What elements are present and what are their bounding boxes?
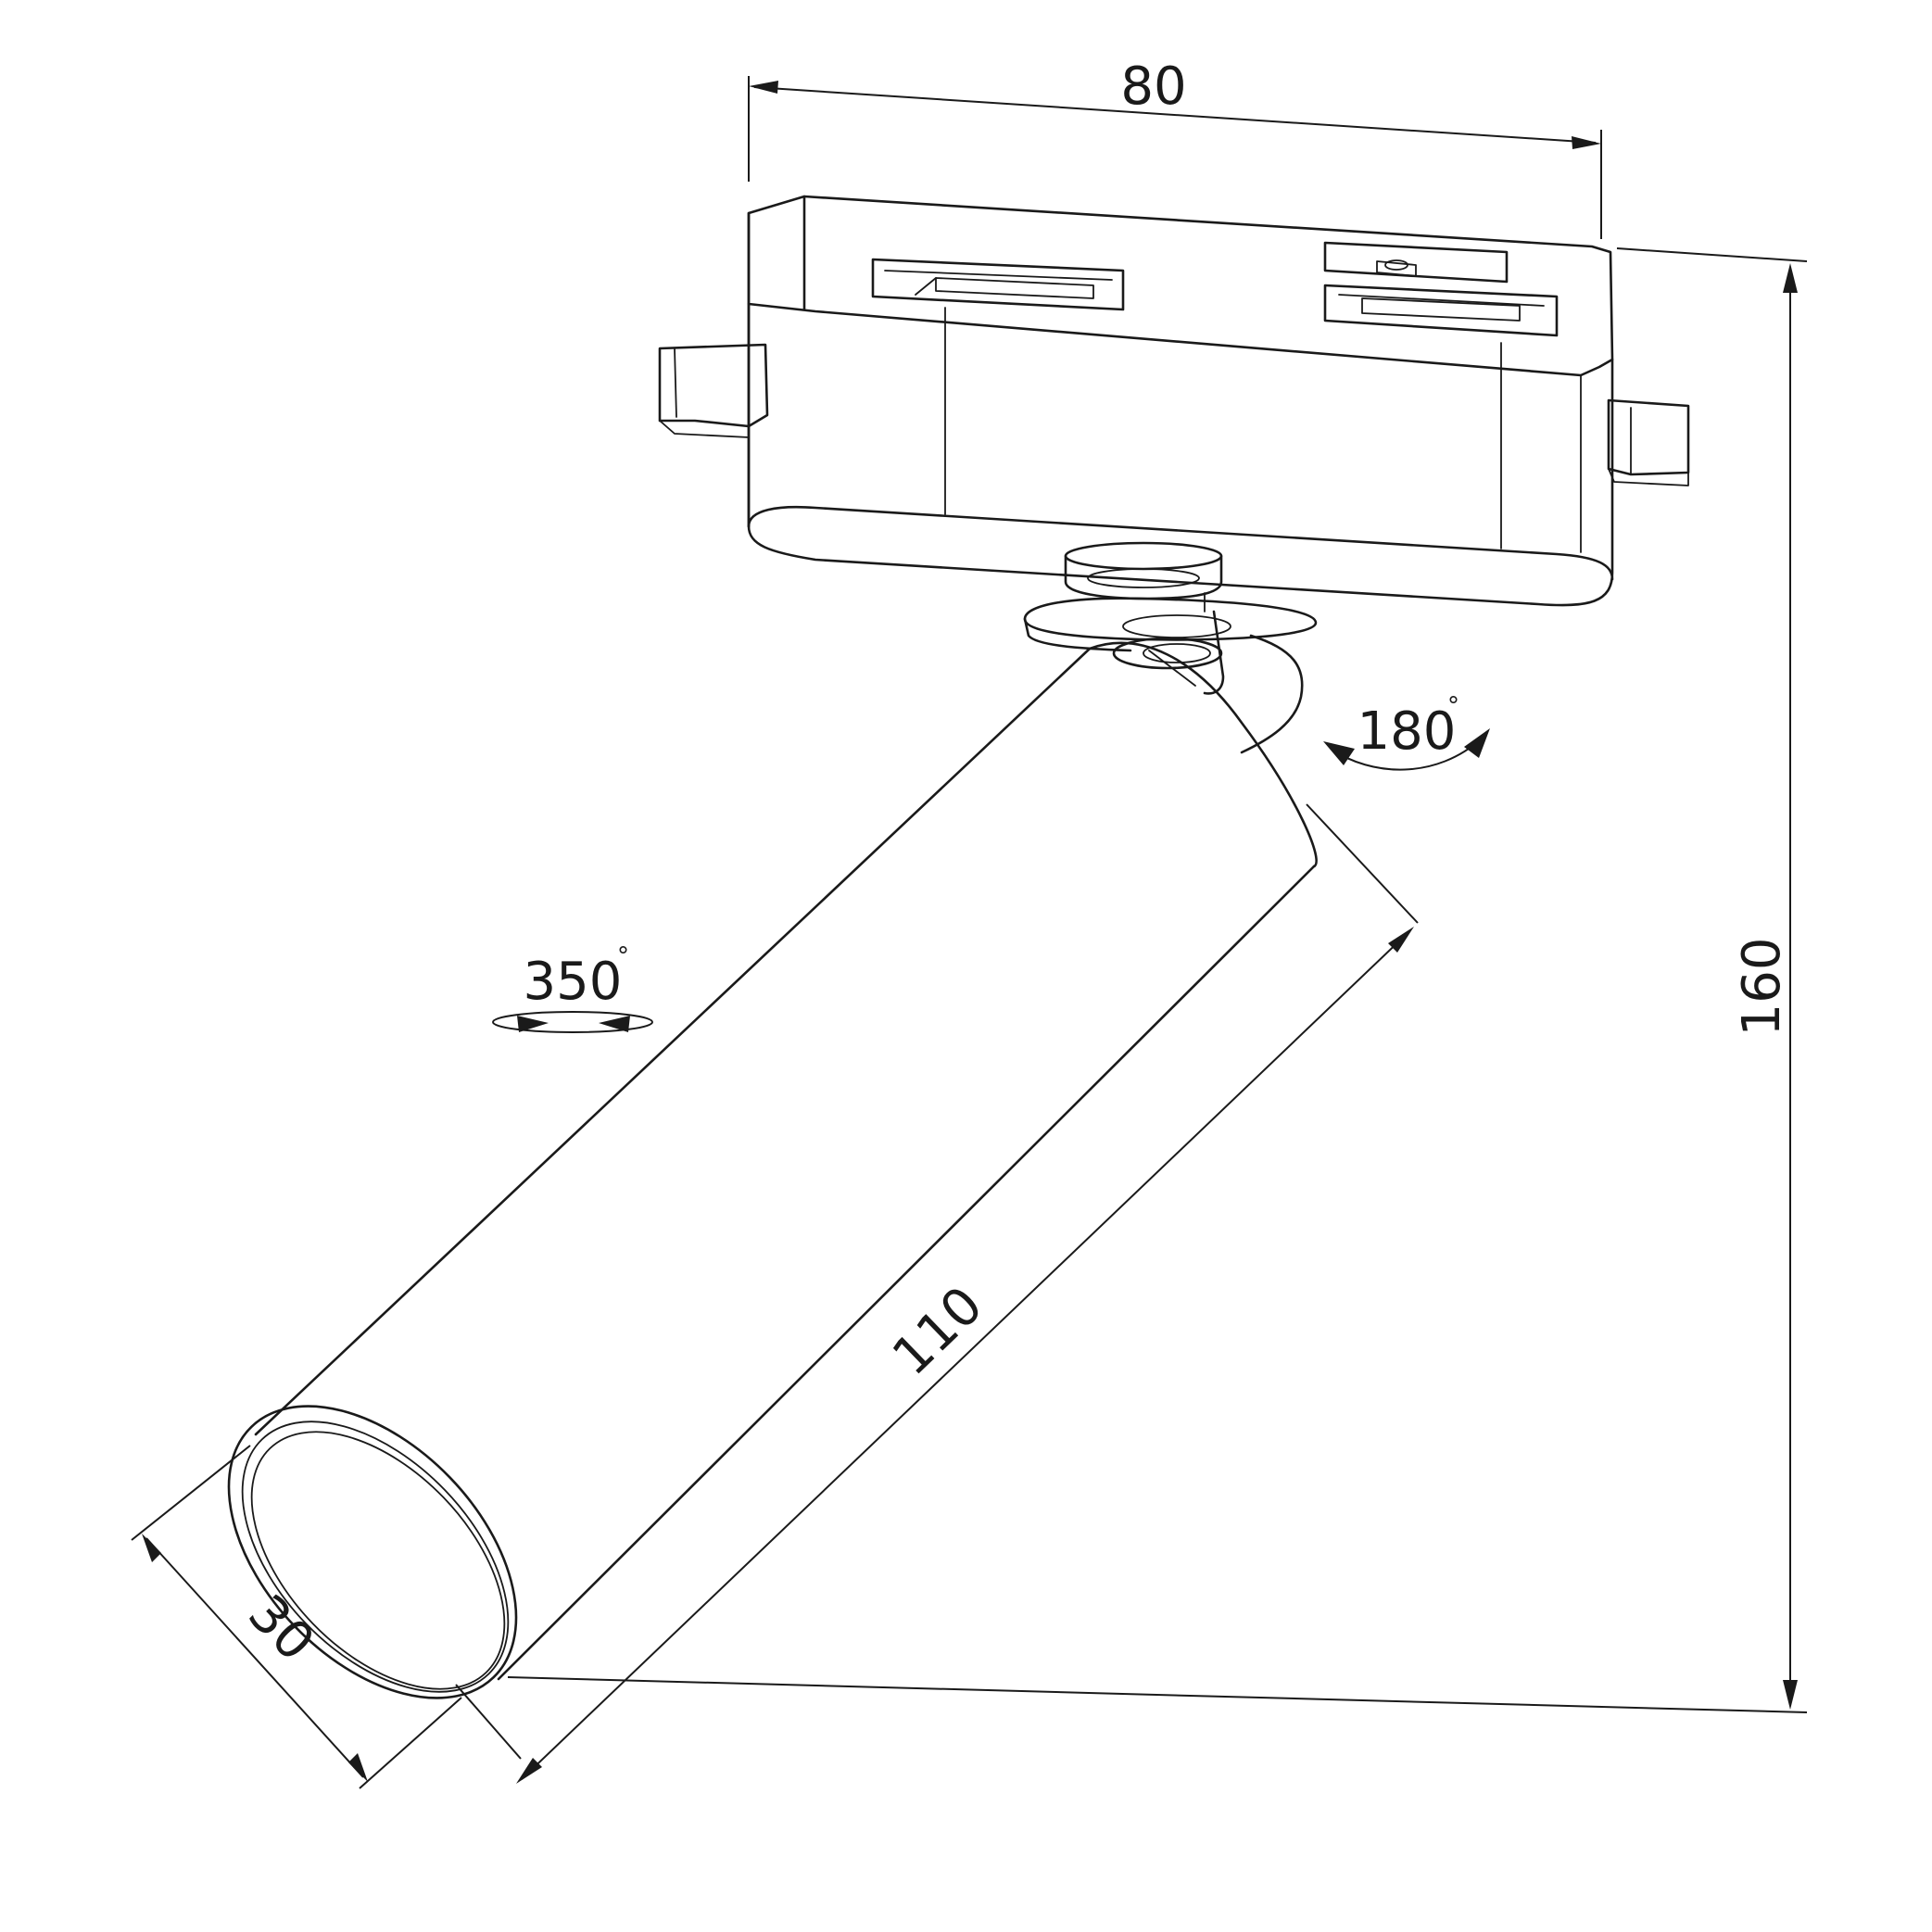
- height-label: 160: [1732, 938, 1792, 1037]
- dimension-width: 80: [748, 57, 1602, 239]
- swivel-degree: °: [617, 942, 629, 970]
- side-clip-right: [1607, 398, 1690, 486]
- contact-slot-left: [871, 258, 1125, 311]
- swivel-joint: [1023, 541, 1318, 754]
- tilt-degree: °: [1447, 692, 1459, 720]
- swivel-label: 350: [524, 952, 623, 1012]
- length-label: 110: [881, 1275, 994, 1387]
- side-clip-left: [658, 343, 769, 438]
- dimension-diameter: 30: [131, 1445, 462, 1789]
- contact-slot-top-right: [1323, 241, 1509, 284]
- width-label: 80: [1120, 57, 1186, 117]
- tilt-label: 180: [1357, 701, 1457, 762]
- rotation-swivel: 350 °: [492, 942, 653, 1033]
- rotation-tilt: 180 °: [1323, 692, 1490, 771]
- diameter-label: 30: [236, 1584, 325, 1673]
- lamp-cylinder: [227, 641, 1318, 1699]
- dimension-height: 160: [507, 247, 1808, 1713]
- contact-slot-bottom-right: [1323, 284, 1559, 337]
- track-adapter: [658, 195, 1690, 607]
